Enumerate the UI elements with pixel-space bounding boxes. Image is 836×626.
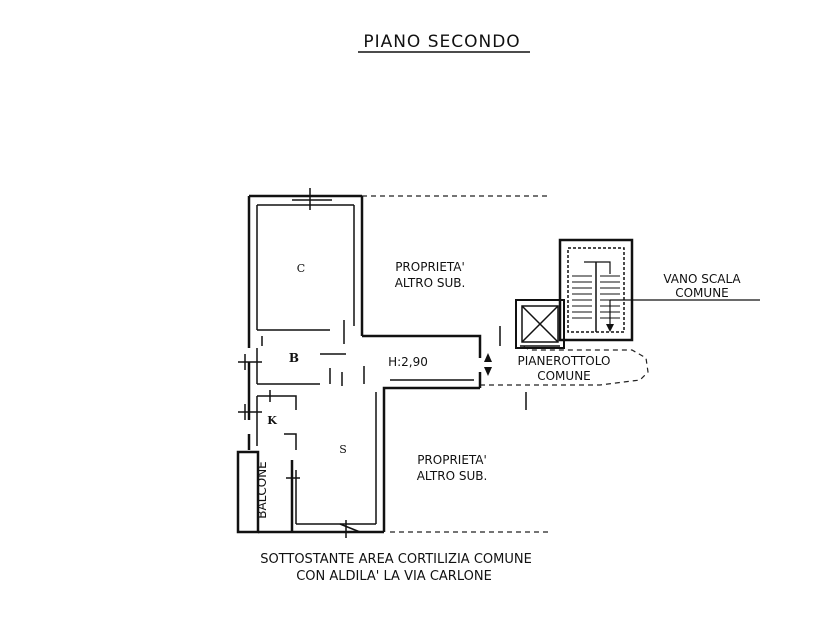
ceiling-height-label: H:2,90 (388, 355, 428, 369)
courtyard-caption-line2: CON ALDILA' LA VIA CARLONE (296, 569, 492, 584)
neighbor-bottom-line1: PROPRIETA' (417, 453, 487, 467)
level-arrow (484, 353, 492, 376)
room-s-label: S (339, 443, 347, 456)
neighbor-bottom-line2: ALTRO SUB. (417, 469, 488, 483)
stair-label-line2: COMUNE (675, 286, 729, 300)
neighbor-top-line2: ALTRO SUB. (395, 276, 466, 290)
landing-label-line1: PIANEROTTOLO (518, 354, 611, 368)
openings (238, 188, 527, 538)
plan-title: PIANO SECONDO (363, 32, 520, 52)
room-c-label: C (297, 262, 305, 275)
room-b-label: B (289, 351, 299, 365)
balcone-label: BALCONE (255, 461, 269, 519)
apartment-walls (247, 194, 482, 534)
stair-label-line1: VANO SCALA (663, 272, 741, 286)
neighbor-top-line1: PROPRIETA' (395, 260, 465, 274)
room-k-label: K (267, 414, 277, 427)
landing-label-line2: COMUNE (537, 369, 591, 383)
balcony (236, 450, 292, 534)
neighbor-boundaries (362, 195, 649, 533)
lift-shaft (515, 299, 565, 349)
staircase (520, 238, 634, 347)
courtyard-caption-line1: SOTTOSTANTE AREA CORTILIZIA COMUNE (260, 552, 532, 567)
